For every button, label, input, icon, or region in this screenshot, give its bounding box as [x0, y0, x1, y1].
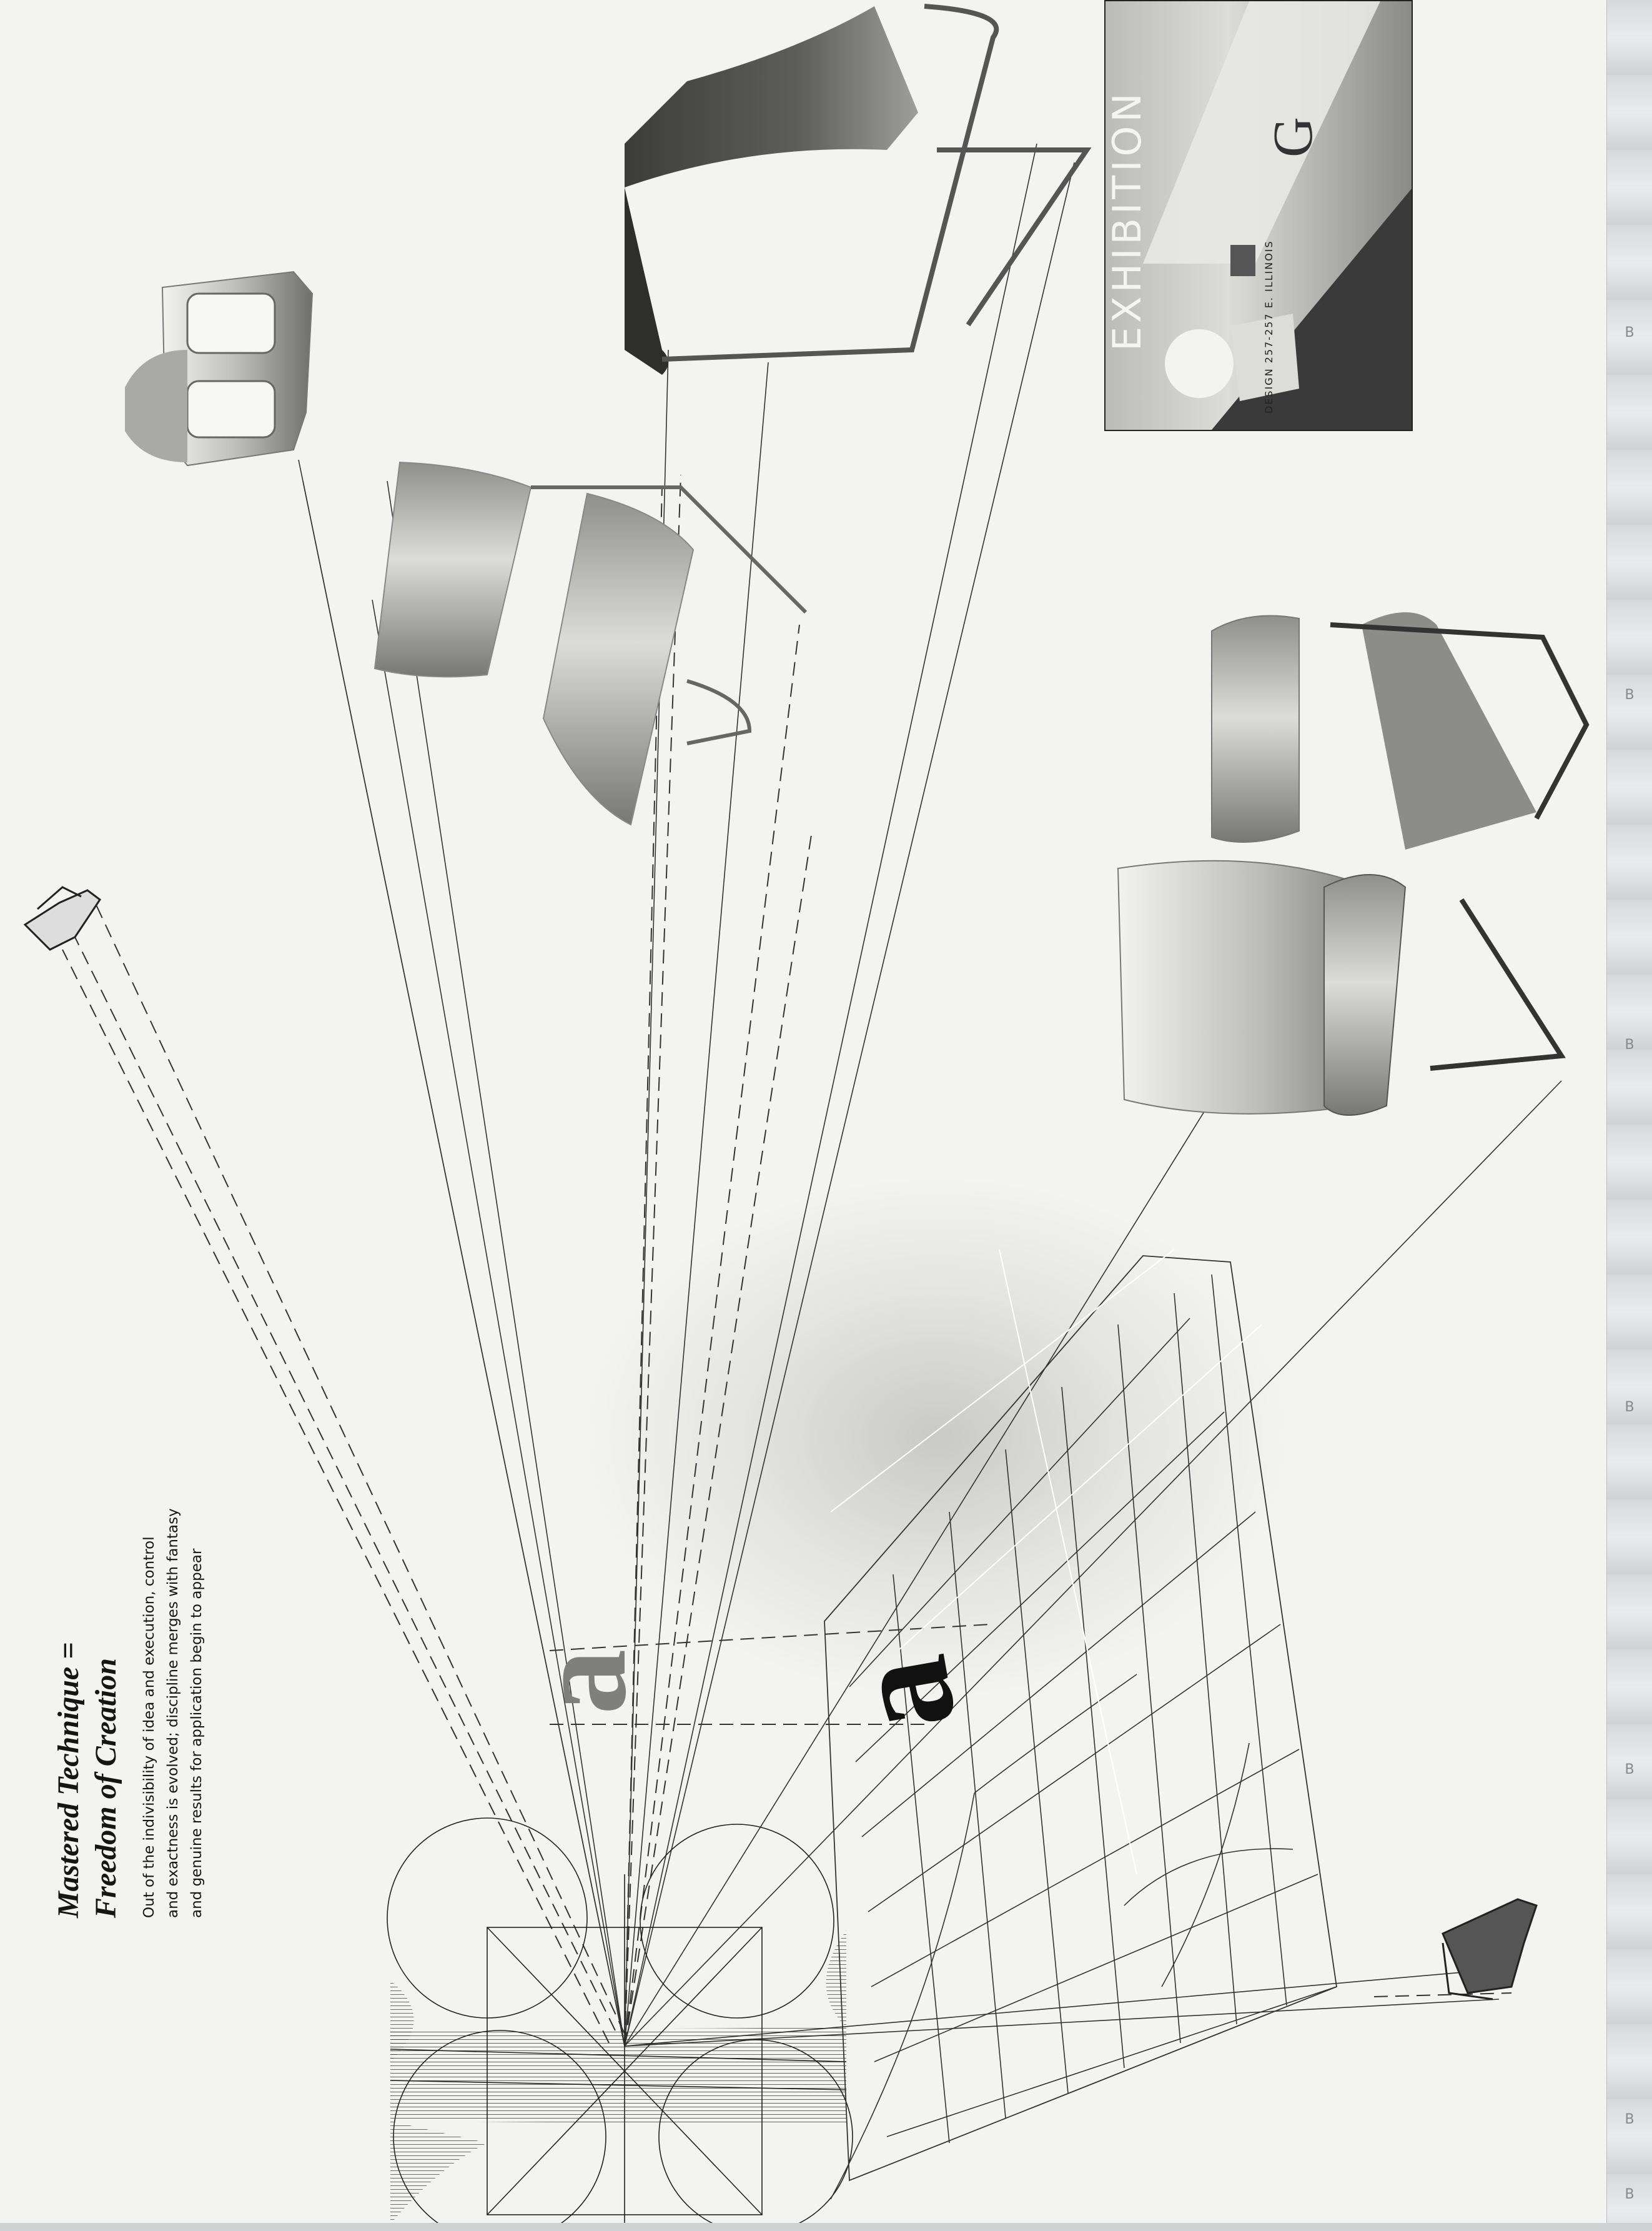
small-chair-left	[23, 886, 102, 951]
hatched-letter-stem	[390, 1930, 846, 2224]
dashed-projection-lines	[62, 474, 1512, 2047]
svg-text:a: a	[508, 1649, 653, 1715]
binder-edge-strip: B B B B B B B	[1606, 0, 1652, 2231]
svg-text:G: G	[1262, 117, 1324, 157]
letter-a-grey: a	[508, 1649, 653, 1715]
grid-light-lines	[830, 1249, 1262, 1875]
chair-b-photo	[373, 461, 808, 826]
chair-d-photo	[1117, 612, 1590, 1116]
poster-title: EXHIBITION	[1104, 89, 1150, 351]
edge-mark: B	[1625, 687, 1635, 703]
poster-artwork: G	[1143, 1, 1412, 430]
poster-caption: DESIGN 257-257 E. ILLINOIS	[1263, 240, 1275, 414]
body-copy: Out of the indivisibility of idea and ex…	[137, 1406, 209, 1918]
edge-mark: B	[1625, 325, 1635, 340]
article-text-block: Mastered Technique = Freedom of Creation…	[50, 1262, 209, 1918]
edge-mark: B	[1625, 1762, 1635, 1777]
headline-line-2: Freedom of Creation	[89, 1658, 122, 1918]
edge-mark: B	[1625, 2112, 1635, 2127]
headline: Mastered Technique = Freedom of Creation	[50, 1262, 125, 1918]
small-chair-right	[1442, 1898, 1538, 2000]
body-line-3: and genuine results for application begi…	[189, 1548, 205, 1918]
edge-mark: B	[1625, 1037, 1635, 1053]
headline-line-1: Mastered Technique =	[52, 1642, 85, 1918]
edge-mark: B	[1625, 2187, 1635, 2202]
perspective-grid	[824, 1255, 1337, 2200]
letter-a-black: a	[817, 1646, 986, 1745]
bottom-edge	[0, 2223, 1652, 2231]
edge-mark: B	[1625, 1399, 1635, 1415]
chair-a-photo	[125, 271, 314, 467]
body-line-2: and exactness is evolved; discipline mer…	[165, 1508, 181, 1918]
svg-text:a: a	[817, 1646, 986, 1745]
chair-c-photo	[625, 4, 1092, 375]
body-line-1: Out of the indivisibility of idea and ex…	[141, 1536, 157, 1918]
exhibition-poster-image: G EXHIBITION DESIGN 257-257 E. ILLINOIS	[1104, 0, 1413, 431]
